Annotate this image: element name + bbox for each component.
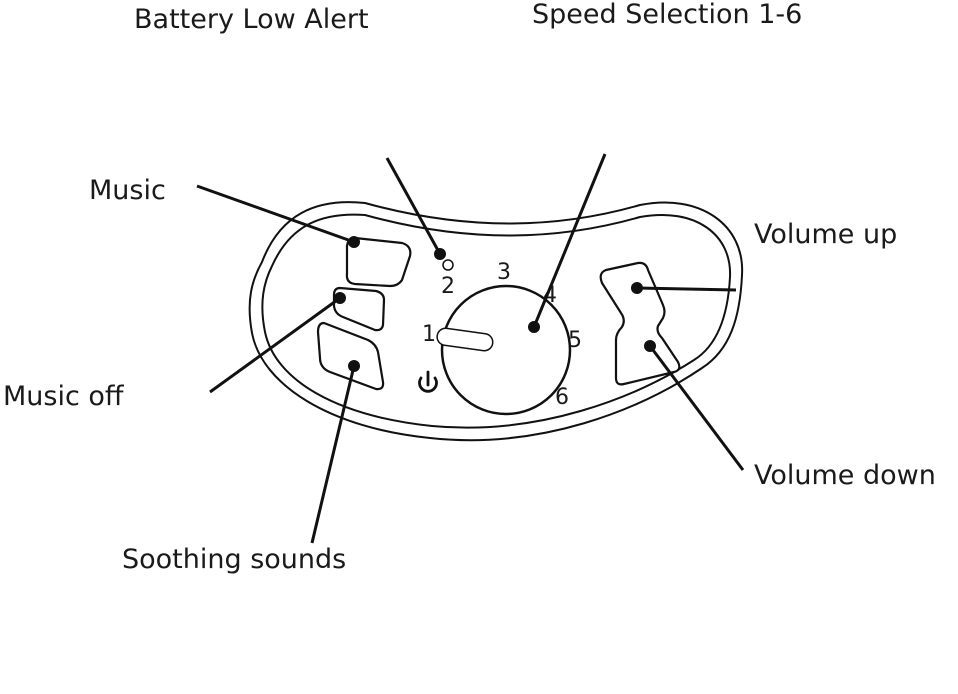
power-icon xyxy=(418,370,438,393)
volume-down-label: Volume down xyxy=(754,460,936,491)
speed-leader-line xyxy=(532,153,607,328)
speed-dot xyxy=(528,321,540,333)
music-label: Music xyxy=(89,175,166,206)
volume-up-label: Volume up xyxy=(754,219,897,250)
dial-position-2: 2 xyxy=(441,274,455,299)
soothing-sounds-label: Soothing sounds xyxy=(122,544,346,575)
music-off-dot xyxy=(334,292,346,304)
dial-position-1: 1 xyxy=(422,322,436,347)
music-off-label: Music off xyxy=(3,381,125,412)
volume-up-leader-line xyxy=(636,286,737,292)
music-off-leader-line xyxy=(209,296,341,394)
volume-down-leader-line xyxy=(648,345,745,471)
music-leader-line xyxy=(196,184,355,244)
battery-dot xyxy=(434,248,446,260)
music-off-button[interactable] xyxy=(332,286,386,332)
soothing-sounds-dot xyxy=(348,360,360,372)
volume-up-dot xyxy=(631,282,643,294)
music-button[interactable] xyxy=(345,236,412,288)
dial-position-4: 4 xyxy=(543,283,557,308)
battery-leader-line xyxy=(385,157,442,255)
music-dot xyxy=(348,236,360,248)
battery-led-icon xyxy=(442,259,454,271)
soothing-sounds-leader-line xyxy=(310,365,356,544)
dial-indicator xyxy=(436,327,494,352)
volume-rocker-button[interactable] xyxy=(599,261,681,386)
battery-low-alert-label: Battery Low Alert xyxy=(134,4,369,35)
volume-down-dot xyxy=(644,340,656,352)
dial-position-5: 5 xyxy=(568,328,582,353)
dial-position-3: 3 xyxy=(497,260,511,285)
speed-selection-label: Speed Selection 1-6 xyxy=(532,0,802,30)
dial-position-6: 6 xyxy=(555,385,569,410)
soothing-sounds-button[interactable] xyxy=(316,321,385,391)
